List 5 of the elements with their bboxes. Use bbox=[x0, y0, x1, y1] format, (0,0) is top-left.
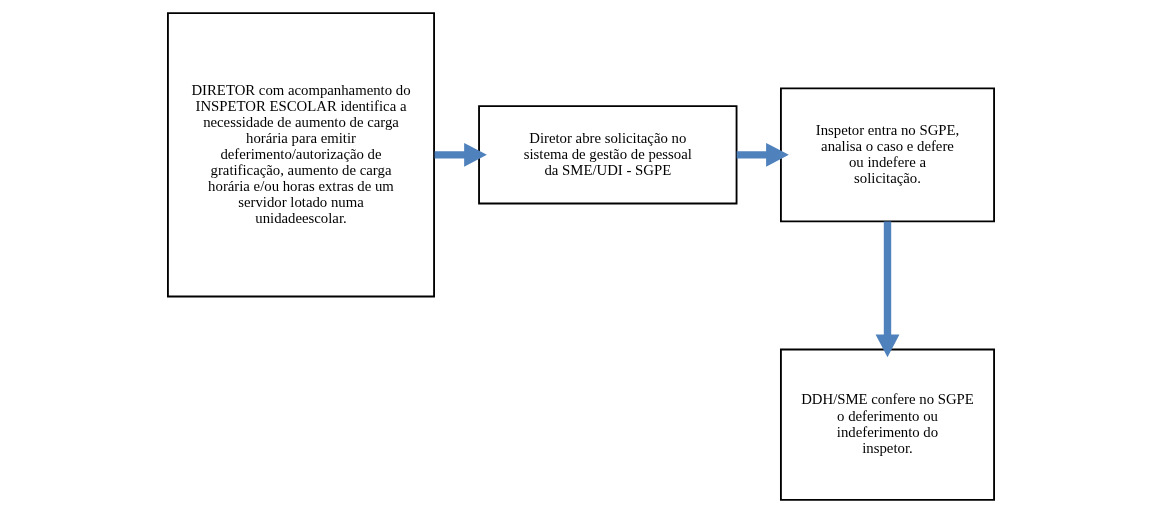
node-box: DIRETOR com acompanhamento do INSPETOR ESCOLAR identifica a necessidade de aumento de carga horária para emitir deferimento/autorização de gratificação, aumento de carga horária e/ou horas extras de um servidor lotado numa unidadeescolar. bbox=[167, 12, 435, 298]
arrow bbox=[736, 142, 789, 167]
node-box: Diretor abre solicitação no sistema de gestão de pessoal da SME/UDI - SGPE bbox=[478, 105, 738, 205]
node-box: DDH/SME confere no SGPE o deferimento ou indeferimento do inspetor. bbox=[780, 348, 995, 501]
node-box: Inspetor entra no SGPE, analisa o caso e defere ou indefere a solicitação. bbox=[780, 87, 995, 223]
